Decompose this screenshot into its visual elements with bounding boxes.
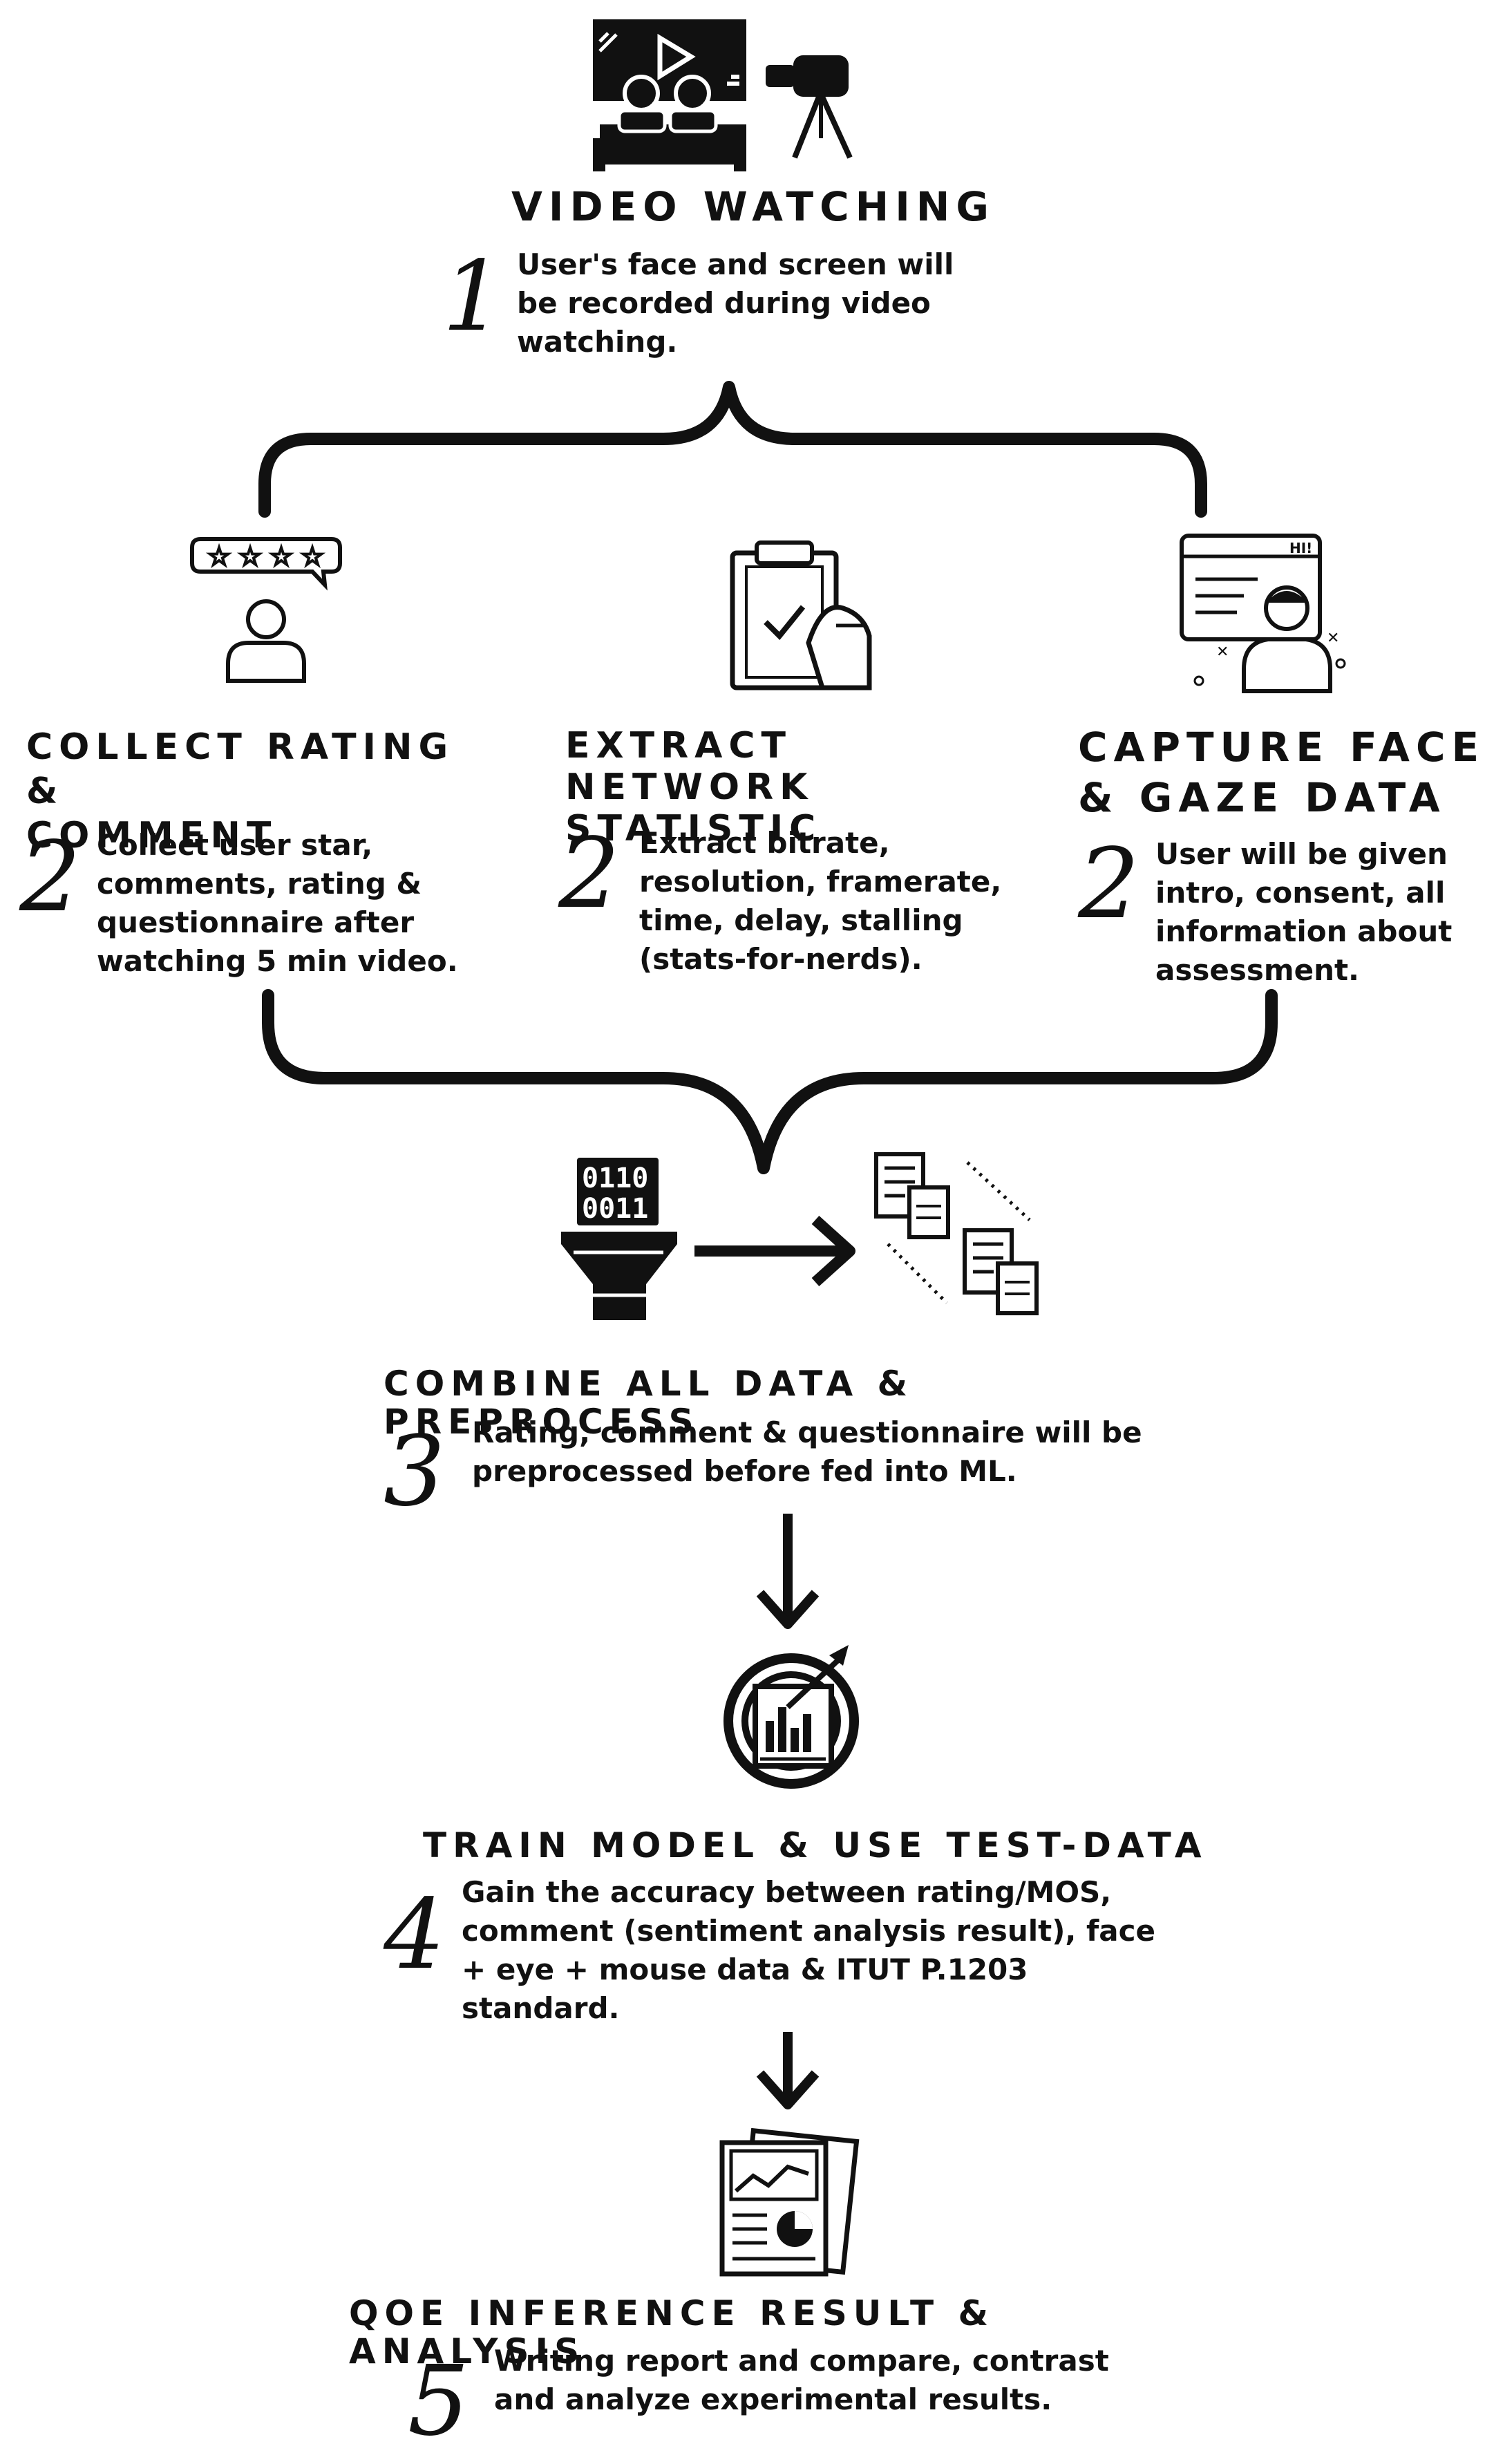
step-2b-title: EXTRACT NETWORK STATISTIC (565, 725, 822, 849)
bottom-brace-connector (262, 989, 1278, 1174)
svg-text:☆: ☆ (301, 541, 324, 572)
down-arrow-2 (756, 2032, 820, 2109)
down-arrow-1 (756, 1514, 820, 1629)
step-4-title: TRAIN MODEL & USE TEST-DATA (423, 1825, 1208, 1865)
binary-label-2: 0011 (582, 1193, 648, 1225)
svg-text:☆: ☆ (238, 541, 262, 572)
clipboard-check-icon (730, 540, 872, 690)
step-3-number: 3 (384, 1416, 446, 1528)
step-5-title: QOE INFERENCE RESULT & ANALYSIS (349, 2293, 995, 2371)
step-1-number: 1 (442, 241, 504, 353)
step-5-description: Writing report and compare, contrast and… (494, 2344, 1109, 2416)
face-screen-user-icon: HI! ✕ ✕ (1180, 534, 1346, 693)
top-brace-connector (258, 381, 1207, 518)
svg-text:☆: ☆ (207, 541, 231, 572)
step-2c-description: User will be given intro, consent, all i… (1155, 837, 1453, 987)
step-3-title: COMBINE ALL DATA & PREPROCESS (384, 1364, 914, 1442)
step-4-number: 4 (384, 1879, 446, 1991)
report-chart-icon (719, 2127, 860, 2277)
step-2a-number: 2 (19, 821, 82, 934)
star-rating-user-icon: ☆ ☆ ☆ ☆ (190, 537, 342, 683)
step-2c-number: 2 (1078, 828, 1140, 941)
binary-funnel-documents-icon: 0110 0011 (561, 1152, 1039, 1320)
step-4-description: Gain the accuracy between rating/MOS, co… (462, 1875, 1155, 2025)
step-2b-number: 2 (558, 818, 621, 930)
step-3-description: Rating, comment & questionnaire will be … (472, 1416, 1142, 1488)
video-screen-camera-icon (593, 19, 853, 171)
step-2a-description: Collect user star, comments, rating & qu… (97, 828, 458, 978)
step-2a-title: COLLECT RATING & COMMENT (26, 726, 455, 856)
target-chart-icon (723, 1645, 859, 1789)
step-2c-title: CAPTURE FACE & GAZE DATA (1078, 724, 1485, 821)
svg-text:✕: ✕ (1216, 643, 1229, 661)
binary-label-1: 0110 (582, 1163, 648, 1194)
svg-text:✕: ✕ (1327, 630, 1339, 647)
step-1-title: VIDEO WATCHING (511, 183, 995, 230)
svg-text:☆: ☆ (269, 541, 293, 572)
step-5-number: 5 (408, 2345, 470, 2458)
step-1-description: User's face and screen will be recorded … (517, 247, 954, 359)
step-2b-description: Extract bitrate, resolution, framerate, … (639, 826, 1002, 976)
hi-label: HI! (1289, 540, 1312, 556)
